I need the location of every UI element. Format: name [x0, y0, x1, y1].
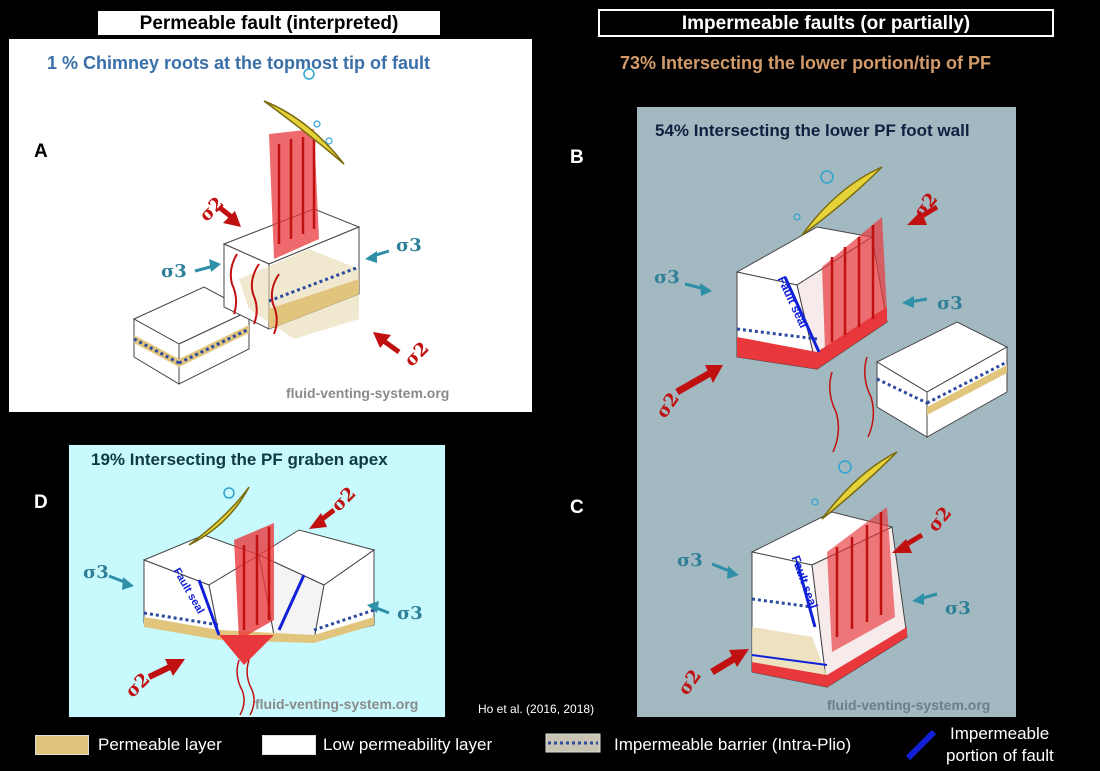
subtitle-right: 73% Intersecting the lower portion/tip o…	[620, 53, 992, 73]
sigma3-label: σ3	[937, 293, 963, 314]
panel-bc-diagram	[675, 166, 1009, 688]
legend-label-permeable: Permeable layer	[98, 735, 222, 754]
panel-a-letter: A	[34, 141, 48, 162]
panel-bc: 54% Intersecting the lower PF foot wall	[637, 107, 1016, 717]
panel-b-letter: B	[570, 147, 584, 168]
citation: Ho et al. (2016, 2018)	[478, 702, 595, 716]
legend-label-barrier: Impermeable barrier (Intra-Plio)	[614, 735, 852, 754]
panel-c-letter: C	[570, 497, 584, 518]
legend-swatch-permeable	[35, 735, 89, 755]
watermark-a: fluid-venting-system.org	[286, 385, 450, 401]
legend-swatch-low-perm	[262, 735, 316, 755]
sigma3-label: σ3	[161, 261, 187, 282]
watermark-c: fluid-venting-system.org	[827, 697, 991, 713]
panel-b-title: 54% Intersecting the lower PF foot wall	[655, 121, 970, 140]
legend-label-impermeable-1: Impermeable	[950, 724, 1050, 743]
subtitle-left: 1 % Chimney roots at the topmost tip of …	[47, 53, 431, 73]
panel-a-diagram	[132, 68, 401, 385]
sigma3-label: σ3	[677, 550, 703, 571]
legend-swatch-barrier	[545, 733, 601, 753]
panel-d-diagram	[108, 486, 390, 716]
sigma3-label: σ3	[654, 267, 680, 288]
panel-a: 1 % Chimney roots at the topmost tip of …	[9, 39, 532, 412]
watermark-d: fluid-venting-system.org	[255, 696, 419, 712]
legend-label-impermeable-2: portion of fault	[946, 746, 1054, 765]
sigma3-label: σ3	[83, 562, 109, 583]
panel-d-title: 19% Intersecting the PF graben apex	[91, 450, 388, 469]
header-impermeable-faults: Impermeable faults (or partially)	[598, 9, 1054, 37]
header-permeable-fault: Permeable fault (interpreted)	[96, 9, 442, 37]
panel-d: 19% Intersecting the PF graben apex	[68, 444, 446, 718]
sigma3-label: σ3	[397, 603, 423, 624]
panel-d-letter: D	[34, 492, 48, 513]
legend-label-low-perm: Low permeability layer	[323, 735, 493, 754]
legend-swatch-impermeable-fault	[905, 729, 937, 761]
sigma3-label: σ3	[945, 598, 971, 619]
sigma3-label: σ3	[396, 235, 422, 256]
